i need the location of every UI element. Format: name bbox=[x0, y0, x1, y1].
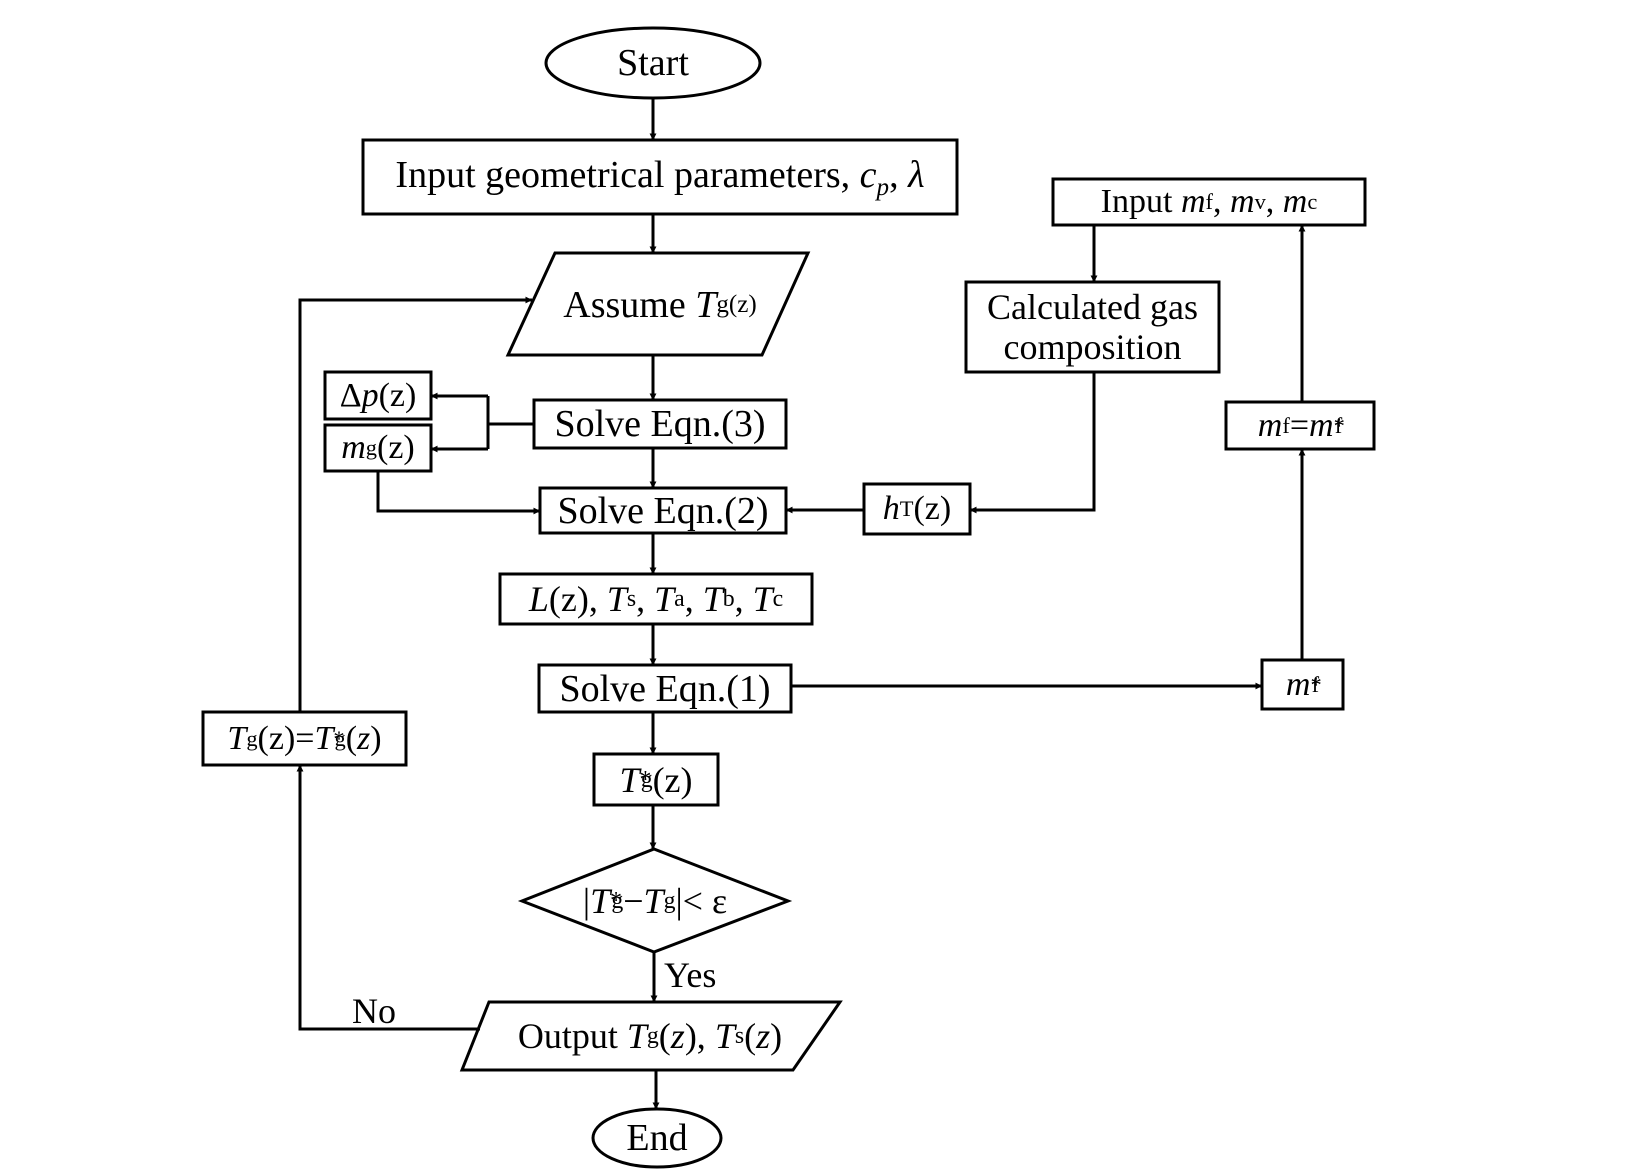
gas-comp-label: Calculated gas composition bbox=[987, 286, 1198, 367]
mf-star-label: m*f bbox=[1285, 665, 1322, 703]
edge-mg-solve2 bbox=[376, 471, 541, 515]
start-label: Start bbox=[617, 42, 689, 84]
yes-edge-label: Yes bbox=[664, 955, 717, 995]
delta-symbol: Δ bbox=[339, 376, 362, 414]
assume-node bbox=[505, 251, 811, 357]
input-m-node bbox=[1051, 177, 1367, 227]
tg-update-node bbox=[201, 710, 408, 767]
lambda-symbol: λ bbox=[908, 154, 925, 196]
cp-symbol: cp bbox=[859, 154, 890, 202]
solve2-label: Solve Eqn.(2) bbox=[557, 489, 769, 532]
output-node bbox=[459, 1000, 843, 1072]
edge-gas-ht bbox=[969, 372, 1096, 514]
input-params-node bbox=[361, 138, 959, 216]
edge-no-loop bbox=[296, 764, 480, 1031]
no-edge-label: No bbox=[352, 991, 396, 1031]
edge-solve3-split bbox=[486, 396, 534, 449]
solve1-node bbox=[537, 663, 793, 714]
tg-star-label: T*g(z) bbox=[619, 759, 693, 800]
end-label: End bbox=[626, 1117, 688, 1159]
solve3-label: Solve Eqn.(3) bbox=[554, 403, 766, 445]
solve1-label: Solve Eqn.(1) bbox=[559, 667, 771, 710]
input-params-label: Input geometrical parameters, cp, λ bbox=[395, 154, 925, 202]
edge-tgupdate-assume bbox=[298, 296, 533, 712]
